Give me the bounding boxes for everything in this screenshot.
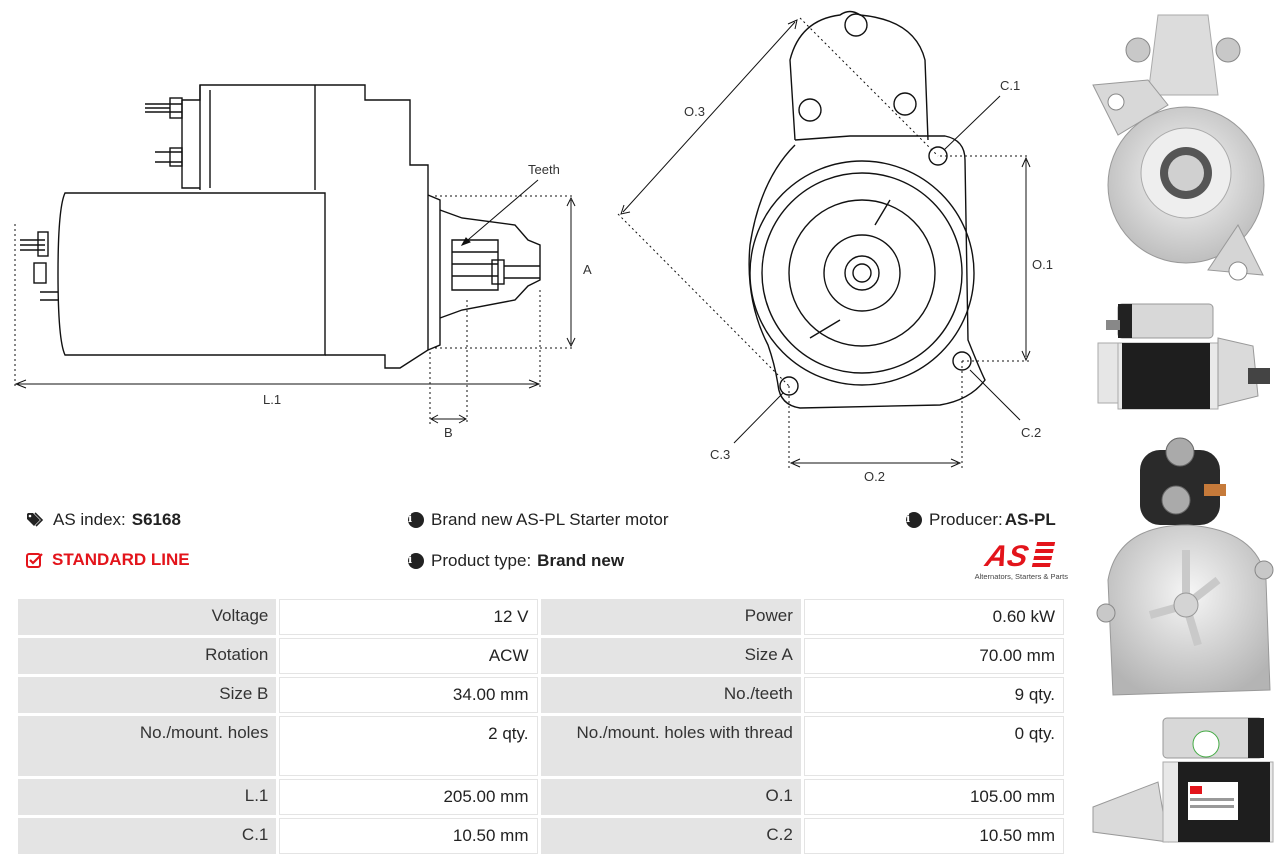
spec-label: No./mount. holes [18,716,277,776]
tags-icon [27,512,44,527]
spec-value: 34.00 mm [279,677,538,713]
spec-label: Power [540,599,801,635]
producer-value: AS-PL [1004,510,1056,529]
product-photo-rear[interactable] [1088,430,1278,710]
spec-value: 12 V [279,599,538,635]
spec-label: Voltage [18,599,277,635]
dim-b-label: B [444,425,453,440]
spec-value: 9 qty. [803,677,1064,713]
producer-label: Producer: [929,510,1003,529]
info-icon: i [408,553,424,569]
product-photo-side[interactable] [1088,298,1278,418]
standard-line-text: STANDARD LINE [52,550,190,569]
dim-c1-label: C.1 [1000,78,1020,93]
spec-value: 2 qty. [279,716,538,776]
description-text: Brand new AS-PL Starter motor [431,510,669,529]
spec-value: 0 qty. [803,716,1064,776]
spec-label: C.1 [18,818,277,854]
product-type-value: Brand new [537,551,625,570]
dim-o2-label: O.2 [864,469,885,484]
spec-label: O.1 [540,779,801,815]
spec-value: ACW [279,638,538,674]
dim-c2-label: C.2 [1021,425,1041,440]
description: i Brand new AS-PL Starter motor [408,510,668,530]
spec-value: 10.50 mm [803,818,1064,854]
svg-text:Alternators, Starters & Parts: Alternators, Starters & Parts [975,572,1069,581]
spec-label: No./teeth [540,677,801,713]
product-photo-front[interactable] [1088,5,1278,300]
spec-value: 10.50 mm [279,818,538,854]
front-view-drawing: O.3 C.1 O.1 C.2 C.3 O.2 [617,10,1053,484]
as-index-label: AS index: [53,510,126,529]
svg-text:AS: AS [982,540,1032,573]
as-logo-icon: AS Alternators, Starters & Parts [975,540,1069,581]
spec-value: 70.00 mm [803,638,1064,674]
technical-drawings: Teeth A L.1 B [0,0,1080,490]
as-pl-logo: AS Alternators, Starters & Parts [960,538,1070,584]
checkbox-checked-icon [26,553,43,568]
dim-c3-label: C.3 [710,447,730,462]
as-index-value: S6168 [131,510,181,529]
info-icon: i [906,512,922,528]
spec-value: 105.00 mm [803,779,1064,815]
product-photo-label[interactable] [1088,712,1278,857]
spec-label: Rotation [18,638,277,674]
dim-o3-label: O.3 [684,104,705,119]
dim-l1-label: L.1 [263,392,281,407]
spec-label: L.1 [18,779,277,815]
standard-line-badge: STANDARD LINE [26,550,190,570]
dim-a-label: A [583,262,592,277]
teeth-label: Teeth [528,162,560,177]
spec-value: 0.60 kW [803,599,1064,635]
dim-o1-label: O.1 [1032,257,1053,272]
product-type: i Product type: Brand new [408,551,624,571]
info-icon: i [408,512,424,528]
side-view-drawing: Teeth A L.1 B [14,84,592,440]
producer: i Producer: AS-PL [906,510,1056,530]
product-type-label: Product type: [431,551,532,570]
spec-value: 205.00 mm [279,779,538,815]
spec-label: No./mount. holes with thread [540,716,801,776]
as-index: AS index: S6168 [26,510,181,530]
spec-label: Size A [540,638,801,674]
spec-label: Size B [18,677,277,713]
spec-label: C.2 [540,818,801,854]
